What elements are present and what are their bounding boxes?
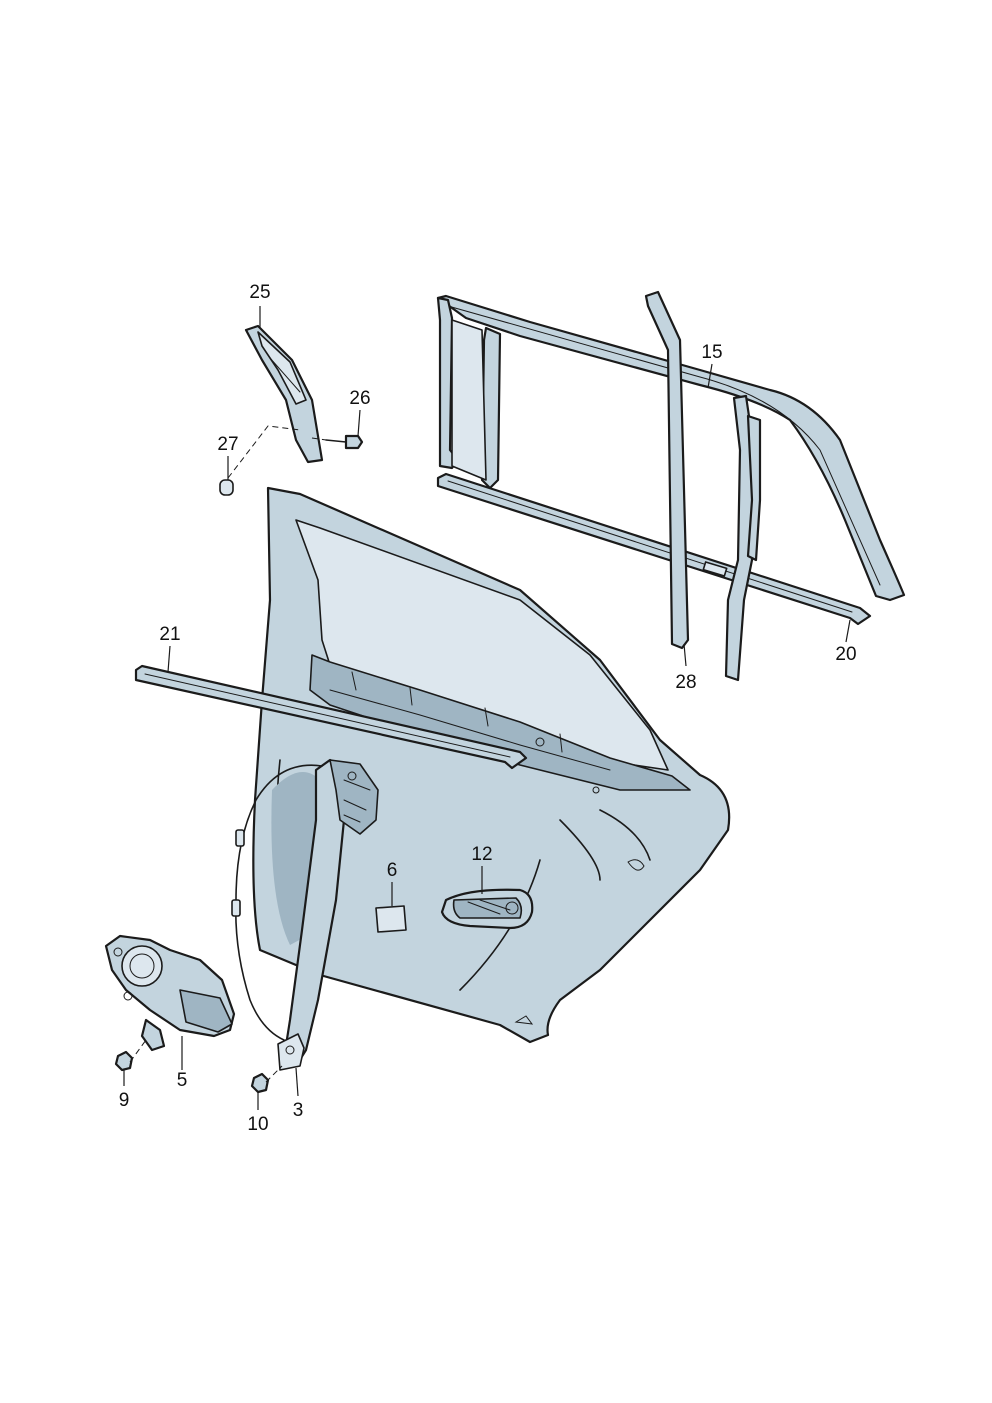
leader-lines xyxy=(123,306,851,1110)
part-28-divider-seal xyxy=(644,290,762,682)
callout-15: 15 xyxy=(701,342,722,363)
callout-5: 5 xyxy=(177,1070,188,1091)
part-3-window-regulator xyxy=(231,758,379,1071)
callout-27: 27 xyxy=(217,434,238,455)
door-panel xyxy=(252,486,731,1044)
callout-26: 26 xyxy=(349,388,370,409)
part-21-window-seal xyxy=(134,664,528,770)
callout-6: 6 xyxy=(387,860,398,881)
part-9-nut xyxy=(114,1039,147,1072)
part-20-lower-seal xyxy=(436,472,872,626)
callout-21: 21 xyxy=(159,624,180,645)
part-27-clip xyxy=(219,425,301,496)
callout-labels: 25 26 27 15 21 28 20 6 12 5 9 10 3 xyxy=(119,282,857,1135)
callout-25: 25 xyxy=(249,282,270,303)
callout-3: 3 xyxy=(293,1100,304,1121)
part-15-frame-seal xyxy=(436,294,906,602)
callout-12: 12 xyxy=(471,844,492,865)
callout-9: 9 xyxy=(119,1090,130,1111)
callout-28: 28 xyxy=(675,672,696,693)
callout-20: 20 xyxy=(835,644,856,665)
part-6-pad xyxy=(375,905,407,933)
part-10-nut xyxy=(250,1065,283,1094)
part-12-door-handle xyxy=(440,888,534,930)
part-25-pillar-trim xyxy=(244,324,324,464)
callout-10: 10 xyxy=(247,1114,268,1135)
part-26-screw xyxy=(311,434,364,450)
part-5-motor xyxy=(104,934,236,1052)
